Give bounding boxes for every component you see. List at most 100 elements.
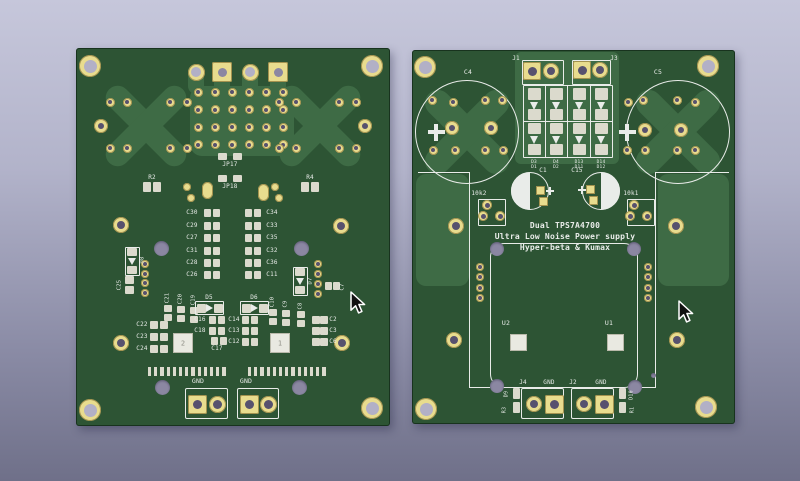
plus-bar <box>433 123 439 141</box>
smd-pad <box>618 387 626 399</box>
edge-pad <box>303 367 307 376</box>
drill-hole <box>490 242 504 256</box>
smd-pad <box>210 337 218 345</box>
drill-hole <box>631 202 637 208</box>
smd-pad <box>253 271 261 279</box>
diode-marker <box>296 278 304 286</box>
silk-label-c5: C5 <box>653 67 663 76</box>
through-hole-pad <box>165 143 175 153</box>
silk-label-c6: C6 <box>329 338 337 345</box>
through-hole-pad <box>690 145 700 155</box>
smd-pad <box>549 122 563 134</box>
silk-label-c2: C2 <box>329 316 337 323</box>
silk-label-hyper-beta-kumax: Hyper-beta & Kumax <box>519 243 611 252</box>
smd-pad <box>160 345 168 353</box>
drill-hole <box>628 380 642 394</box>
smd-pad <box>572 122 586 134</box>
through-hole-pad <box>141 289 149 298</box>
smd-pad <box>594 108 608 120</box>
smd-pad <box>312 338 320 346</box>
through-hole-pad <box>314 260 322 268</box>
drill-hole <box>480 213 486 219</box>
smd-pad <box>320 316 328 324</box>
smd-pad <box>594 88 608 100</box>
edge-pad <box>185 367 189 376</box>
edge-pad <box>260 367 264 376</box>
drill-hole <box>154 379 170 395</box>
smd-pad <box>527 108 541 120</box>
drill-hole <box>365 401 379 415</box>
drill-hole <box>488 125 494 131</box>
drill-hole <box>527 66 537 76</box>
silk-label-c31: C31 <box>186 247 198 254</box>
drill-hole <box>291 379 307 395</box>
through-hole-pad <box>690 97 700 107</box>
smd-pad <box>217 174 227 182</box>
square-pad <box>544 394 564 414</box>
drill-hole <box>490 379 504 393</box>
through-hole-pad <box>141 269 149 278</box>
silk-label-u2: U2 <box>501 318 511 327</box>
silk-label-ultra-low-noise-power-supply: Ultra Low Noise Power supply <box>494 232 636 241</box>
smd-pad <box>241 338 249 346</box>
through-hole-pad <box>476 283 484 292</box>
drill-hole <box>277 146 281 150</box>
edge-pad <box>316 367 320 376</box>
drill-hole <box>419 402 433 416</box>
silk-label-c27: C27 <box>186 234 198 241</box>
mounting-hole <box>695 396 717 418</box>
drill-hole <box>646 285 650 290</box>
through-hole-pad <box>427 95 437 105</box>
silk-label-j3: J3 <box>610 55 618 62</box>
drill-hole <box>478 265 482 269</box>
diode-marker <box>574 101 583 110</box>
through-hole-pad <box>333 218 349 234</box>
drill-hole <box>247 125 251 130</box>
through-hole-pad <box>141 279 149 288</box>
smd-pad <box>295 286 305 294</box>
through-hole-pad <box>638 123 652 137</box>
smd-pad <box>295 268 305 276</box>
silk-label-c12: C12 <box>228 338 240 345</box>
drill-hole <box>83 403 97 417</box>
drill-hole <box>672 222 680 230</box>
through-hole-pad <box>244 105 254 115</box>
drill-hole <box>644 213 650 219</box>
through-hole-pad <box>644 283 652 292</box>
drill-hole <box>316 292 320 296</box>
through-hole-pad <box>210 140 220 150</box>
smd-pad <box>212 234 220 242</box>
drill-hole <box>83 59 97 73</box>
through-hole-pad <box>278 122 288 132</box>
smd-pad <box>312 327 320 335</box>
drill-hole <box>483 98 487 102</box>
smd-pad <box>241 303 251 313</box>
square-pad <box>573 61 591 79</box>
mouse-cursor-left <box>350 291 367 316</box>
smd-pad <box>549 108 563 120</box>
drill-hole <box>192 399 202 409</box>
plus-marker <box>546 187 554 195</box>
smd-pad <box>244 209 252 217</box>
drill-hole <box>213 107 217 112</box>
through-hole-pad <box>674 123 688 137</box>
silk-label-d10: D10 <box>628 390 635 400</box>
smd-pad <box>213 303 223 313</box>
smd-pad <box>572 108 586 120</box>
silk-label-r4: R4 <box>306 174 314 181</box>
through-hole-pad <box>478 211 488 221</box>
smd-pad <box>253 259 261 267</box>
drill-hole <box>263 399 273 409</box>
through-hole-pad <box>122 143 132 153</box>
smd-pad <box>150 321 158 329</box>
smd-pad <box>320 338 328 346</box>
silk-label-dual-tps7a4700: Dual TPS7A4700 <box>529 221 601 230</box>
square-pad <box>239 394 259 414</box>
smd-pad <box>160 333 168 341</box>
drill-hole <box>117 221 125 229</box>
cap-outline <box>415 80 519 184</box>
silk-outline <box>572 60 611 85</box>
